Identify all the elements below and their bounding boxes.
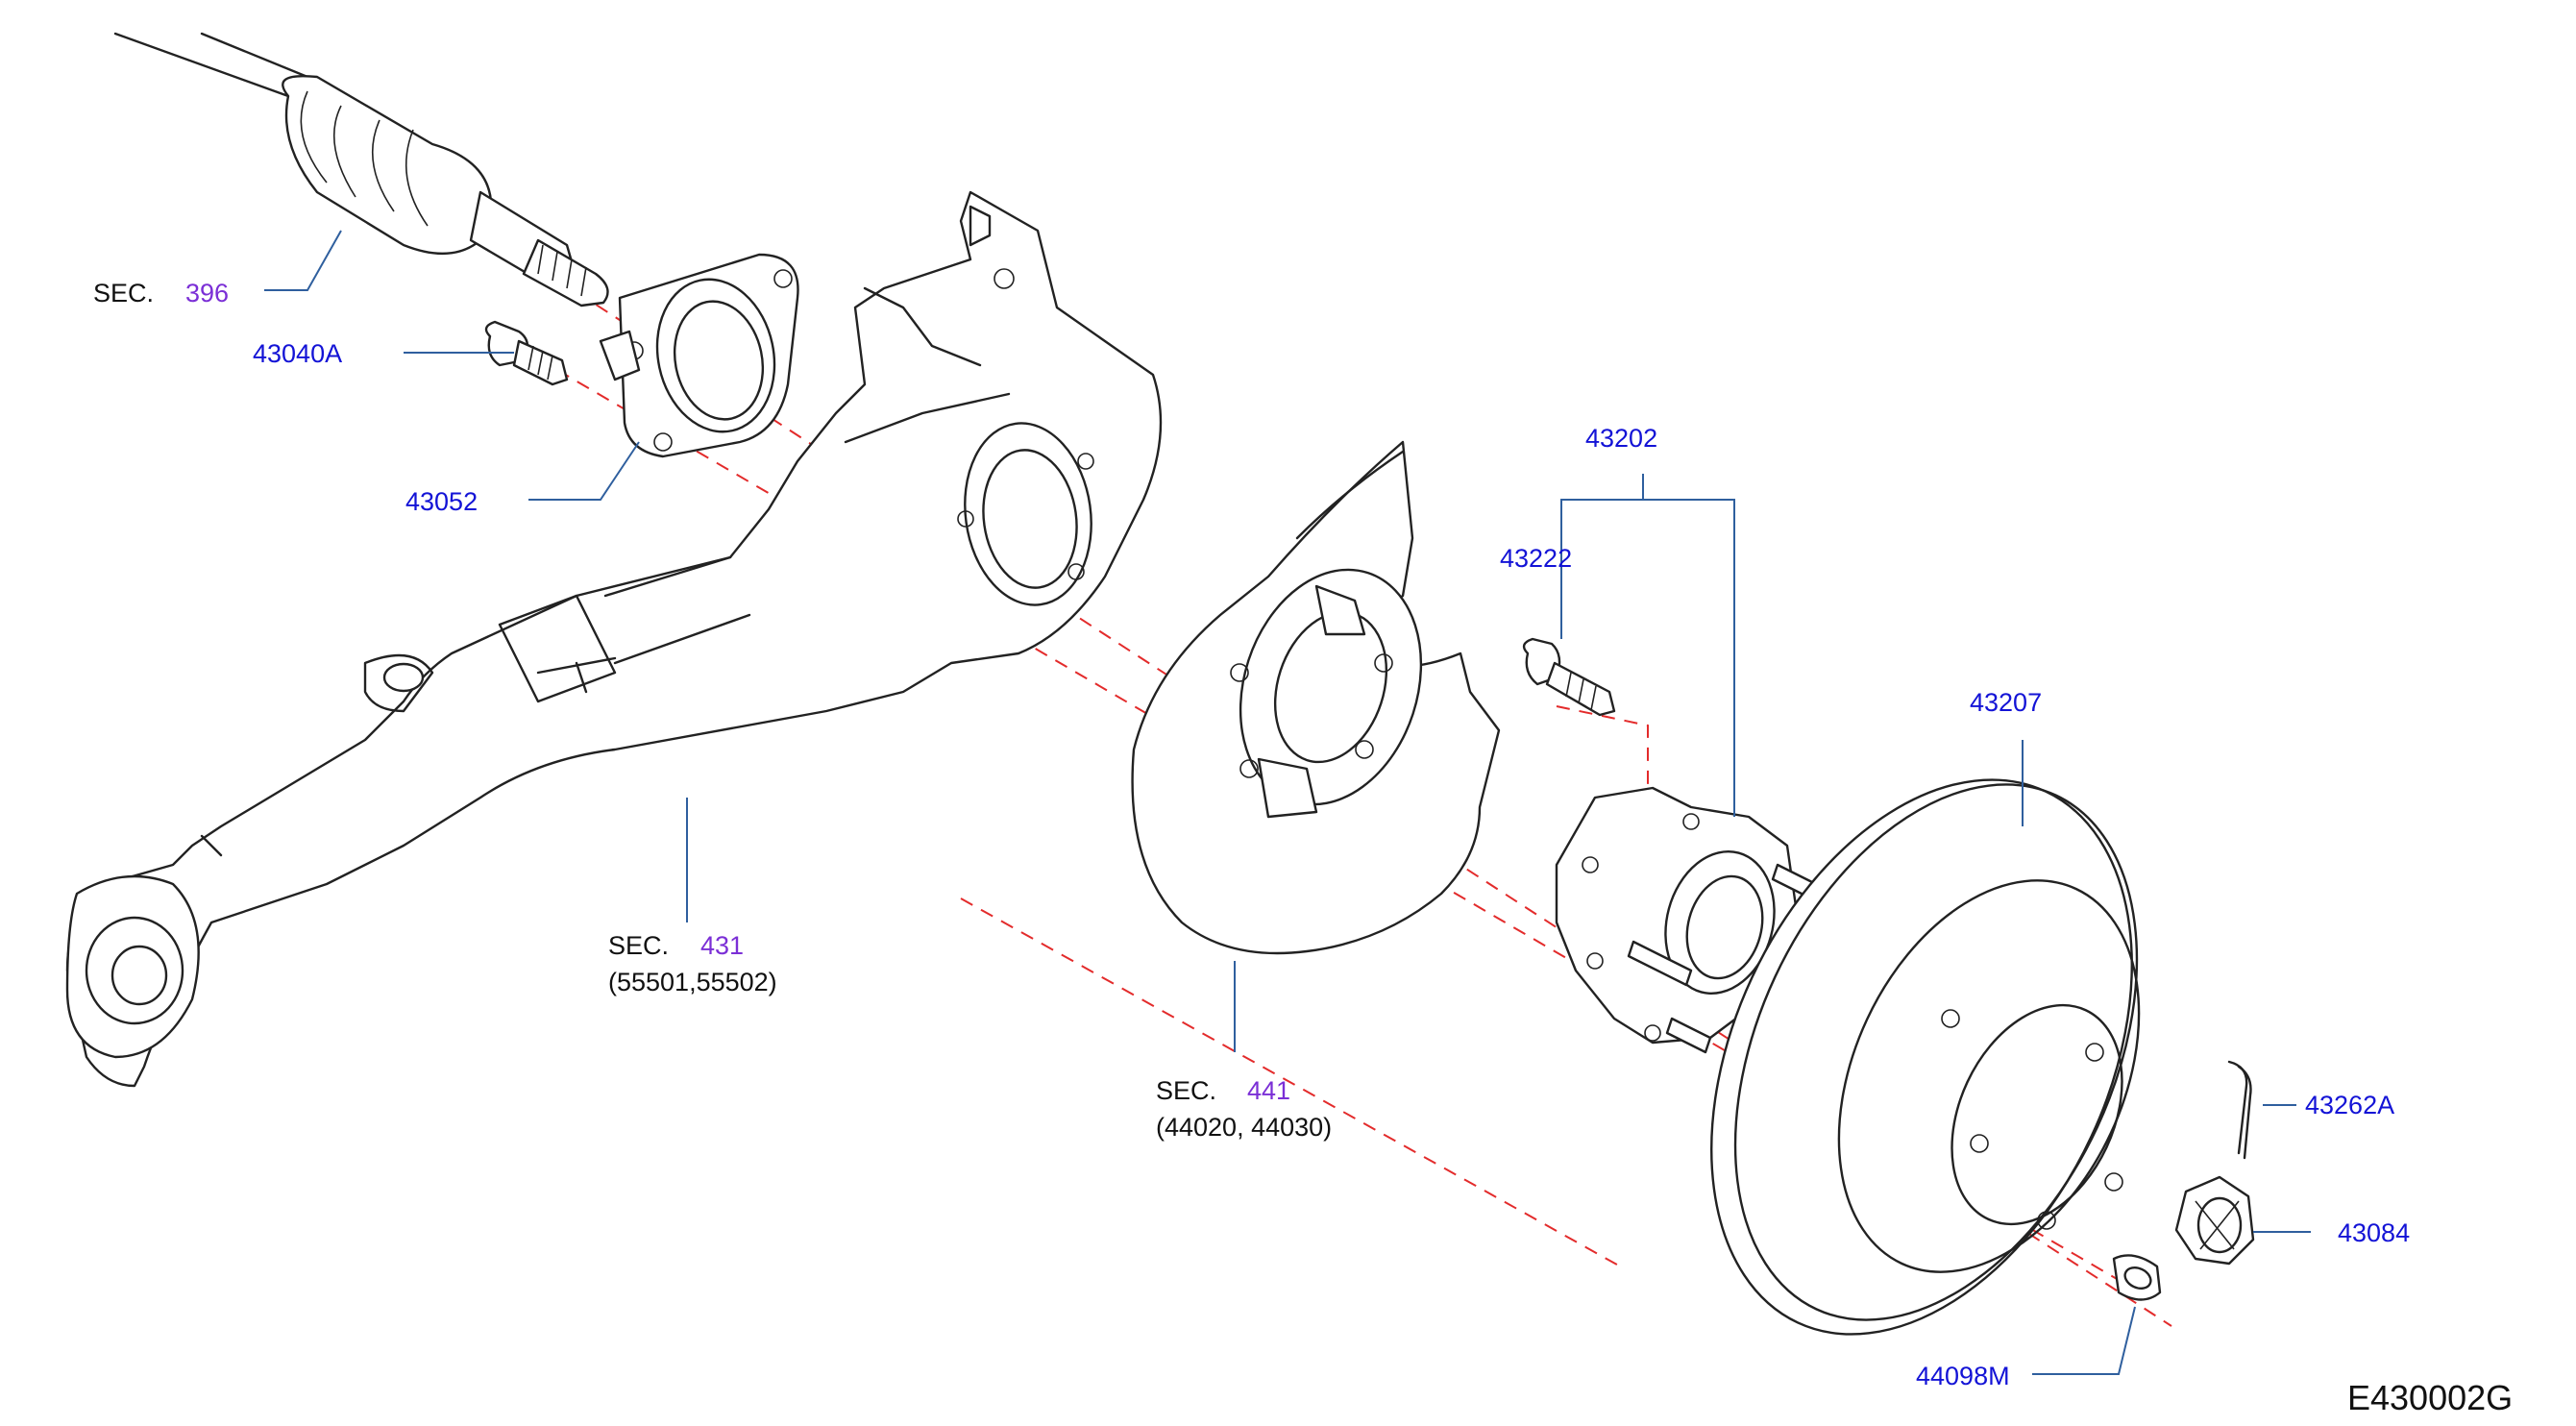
part-number-43262A[interactable]: 43262A (2305, 1091, 2394, 1119)
part-number-43084[interactable]: 43084 (2338, 1218, 2410, 1247)
drive-shaft (113, 32, 609, 307)
bolt-43040A (484, 320, 569, 386)
suspension-arm (65, 190, 1163, 1088)
callout-sec-441[interactable]: SEC. 441 (44020, 44030) (1156, 1076, 1332, 1142)
sec-441-prefix: SEC. (1156, 1076, 1216, 1105)
part-number-43222[interactable]: 43222 (1500, 544, 1572, 573)
lock-nut-43084 (2174, 1175, 2255, 1266)
brake-disc-43207 (1710, 778, 2141, 1336)
seal-plate-43052 (599, 253, 799, 458)
part-number-43207[interactable]: 43207 (1970, 688, 2042, 717)
part-number-43202[interactable]: 43202 (1585, 424, 1657, 453)
cotter-pin-43262A (2227, 1060, 2252, 1160)
sec-431-prefix: SEC. (608, 931, 669, 960)
sec-396-number[interactable]: 396 (185, 279, 229, 307)
sec-431-detail: (55501,55502) (608, 968, 777, 996)
callout-sec-396[interactable]: SEC. 396 (93, 279, 229, 307)
leader-lines (264, 230, 2311, 1375)
part-number-43052[interactable]: 43052 (405, 487, 478, 516)
sec-431-number[interactable]: 431 (700, 931, 744, 960)
sec-396-prefix: SEC. (93, 279, 154, 307)
hub-bolt-43222 (1522, 637, 1616, 717)
part-number-43040A[interactable]: 43040A (253, 339, 342, 368)
sec-441-detail: (44020, 44030) (1156, 1113, 1332, 1142)
brake-backing-plate (1131, 440, 1501, 955)
plug-44098M (2112, 1254, 2162, 1301)
diagram-code: E430002G (2347, 1378, 2513, 1417)
sec-441-number[interactable]: 441 (1247, 1076, 1290, 1105)
callout-sec-431[interactable]: SEC. 431 (55501,55502) (608, 931, 777, 996)
part-number-44098M[interactable]: 44098M (1916, 1362, 2010, 1390)
